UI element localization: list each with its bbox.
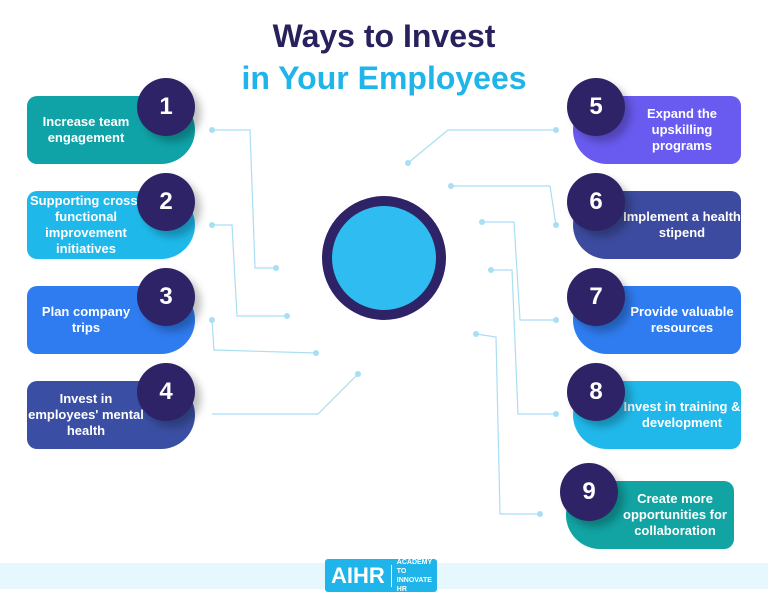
aihr-logo: AIHR ACADEMY TO INNOVATE HR <box>325 558 437 593</box>
item-number-badge: 5 <box>567 78 625 136</box>
item-number-badge: 7 <box>567 268 625 326</box>
item-text: Expand the upskilling programs <box>646 106 718 153</box>
title-line-2: in Your Employees <box>241 60 527 96</box>
item-text: Plan company trips <box>41 304 131 335</box>
item-number-badge: 8 <box>567 363 625 421</box>
item-number-badge: 9 <box>560 463 618 521</box>
item-text: Implement a health stipend <box>623 209 741 240</box>
center-circle-inner <box>332 206 436 310</box>
item-number-badge: 1 <box>137 78 195 136</box>
item-number-badge: 4 <box>137 363 195 421</box>
logo-brand: AIHR <box>325 564 392 587</box>
title-line-1: Ways to Invest <box>272 18 496 54</box>
item-text: Invest in training & development <box>623 399 741 430</box>
item-text: Provide valuable resources <box>630 304 734 335</box>
item-number-badge: 2 <box>137 173 195 231</box>
item-text: Increase team engagement <box>42 114 130 145</box>
item-text: Create more opportunities for collaborat… <box>623 491 727 538</box>
item-text: Supporting cross-functional improvement … <box>30 193 142 256</box>
item-number-badge: 6 <box>567 173 625 231</box>
logo-tagline: ACADEMY TO INNOVATE HR <box>396 558 433 593</box>
item-number-badge: 3 <box>137 268 195 326</box>
item-text: Invest in employees' mental health <box>28 391 144 438</box>
